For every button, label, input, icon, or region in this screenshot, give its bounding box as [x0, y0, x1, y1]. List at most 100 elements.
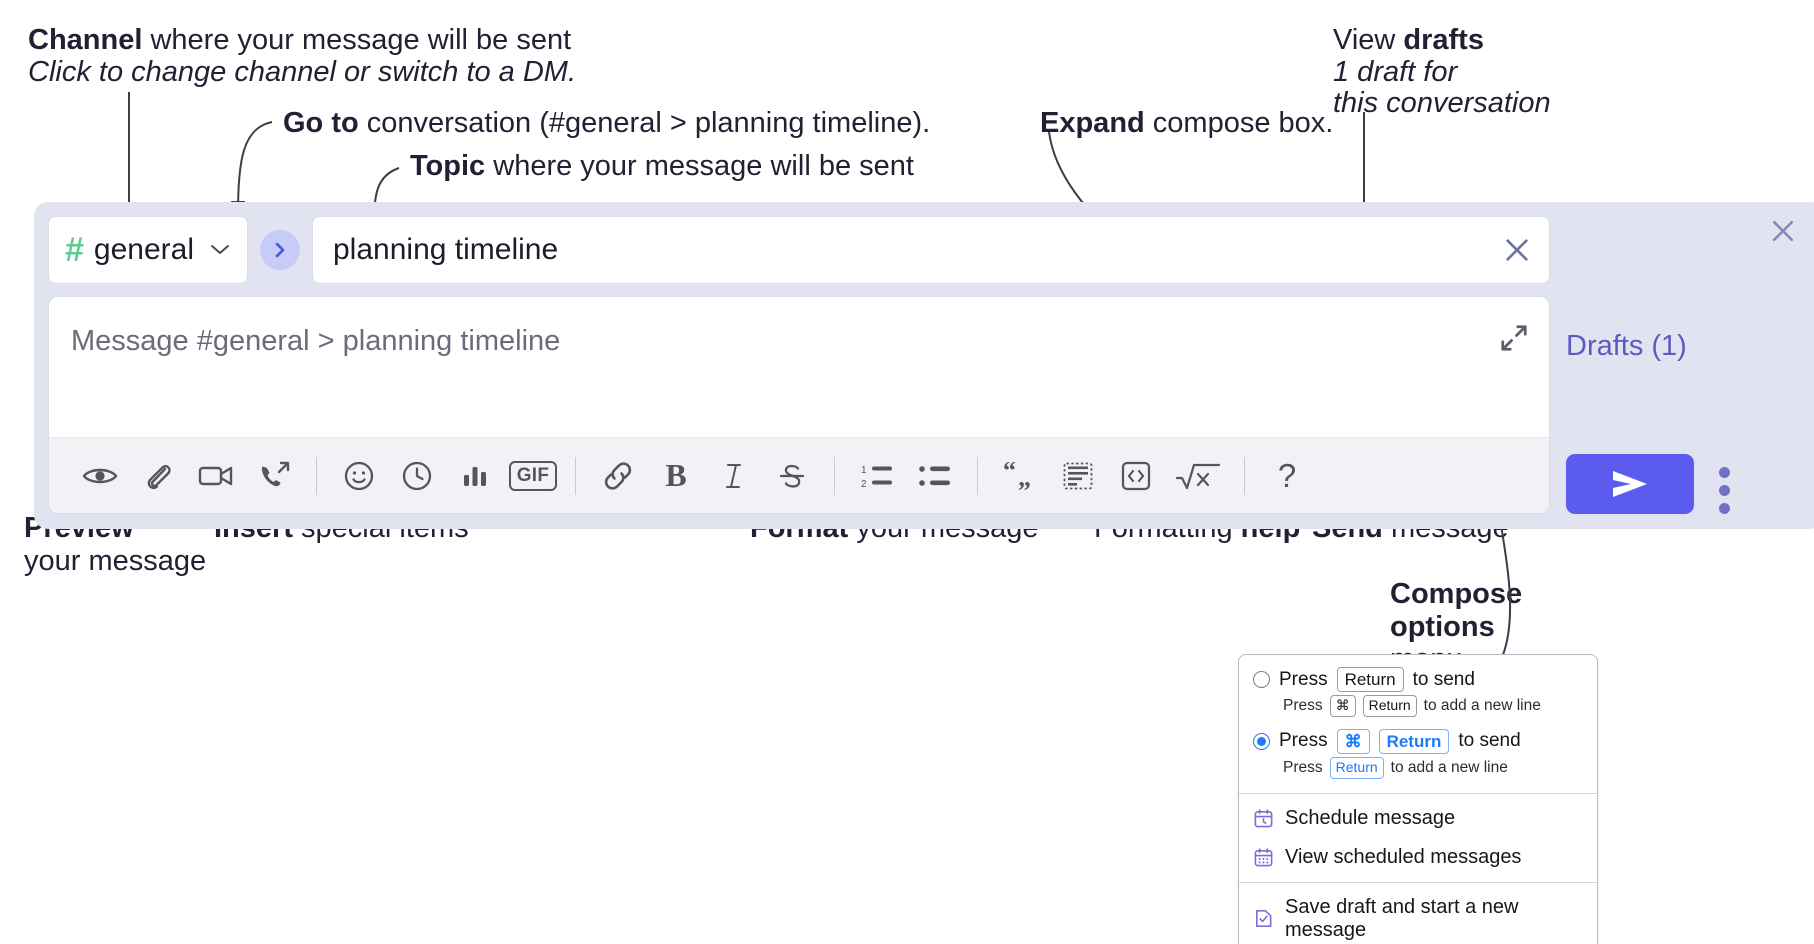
gif-icon: GIF — [508, 460, 558, 491]
close-conversation-button[interactable] — [1768, 216, 1798, 251]
key-return: Return — [1362, 695, 1417, 717]
menu-item-schedule-message[interactable]: Schedule message — [1239, 799, 1597, 838]
annotation-drafts-lead: View — [1333, 24, 1404, 56]
blockquote-button[interactable]: “ „ — [991, 447, 1049, 505]
annotation-goto: Go to conversation (#general > planning … — [283, 105, 930, 142]
menu-item-label: View scheduled messages — [1285, 845, 1522, 868]
hint-post-text: to add a new line — [1423, 697, 1541, 714]
reminder-button[interactable] — [388, 447, 446, 505]
key-command: ⌘ — [1336, 728, 1370, 754]
emoji-button[interactable] — [330, 447, 388, 505]
annotation-channel-bold: Channel — [28, 24, 143, 56]
annotation-expand-bold: Expand — [1040, 107, 1145, 139]
code-block-button[interactable] — [1049, 447, 1107, 505]
send-option-return-hint: Press ⌘ Return to add a new line — [1283, 695, 1583, 717]
bold-button[interactable]: B — [647, 447, 705, 505]
clear-topic-button[interactable] — [1501, 234, 1533, 266]
send-paper-plane-icon — [1613, 471, 1647, 497]
calendar-grid-icon — [1253, 847, 1274, 868]
expand-diagonal-arrows-icon — [1501, 325, 1527, 351]
annotation-topic: Topic where your message will be sent — [410, 148, 914, 185]
annotation-compose-options-bold1: Compose — [1390, 578, 1523, 610]
italic-button[interactable] — [705, 447, 763, 505]
square-root-x-icon — [1175, 463, 1221, 489]
go-to-conversation-button[interactable] — [260, 230, 300, 270]
formatting-toolbar: GIF B — [49, 437, 1549, 513]
poll-button[interactable] — [446, 447, 504, 505]
strikethrough-button[interactable] — [763, 447, 821, 505]
latex-button[interactable] — [1165, 447, 1231, 505]
strikethrough-icon — [779, 464, 805, 488]
preview-button[interactable] — [71, 447, 129, 505]
phone-forward-icon — [261, 461, 290, 486]
expand-compose-button[interactable] — [1499, 323, 1529, 358]
annotation-preview-sub: your message — [24, 545, 207, 577]
svg-text:2: 2 — [861, 479, 867, 490]
code-button[interactable] — [1107, 447, 1165, 505]
send-message-button[interactable] — [1566, 454, 1694, 514]
hash-icon: # — [65, 231, 84, 269]
paperclip-icon — [147, 464, 171, 489]
compose-options-menu: Press Return to send Press ⌘ Return to a… — [1238, 654, 1598, 944]
drafts-link[interactable]: Drafts (1) — [1566, 330, 1687, 362]
attach-button[interactable] — [129, 447, 187, 505]
hint-pre-text: Press — [1283, 758, 1323, 776]
option-post-text: to send — [1412, 668, 1475, 690]
key-command: ⌘ — [1329, 695, 1356, 717]
quote-icon: “ „ — [1003, 462, 1031, 490]
option-pre-text: Press — [1279, 668, 1328, 690]
menu-item-view-scheduled[interactable]: View scheduled messages — [1239, 838, 1597, 877]
video-button[interactable] — [187, 447, 245, 505]
annotation-channel: Channel where your message will be sent — [28, 22, 571, 59]
annotation-topic-bold: Topic — [410, 150, 486, 182]
message-input-box[interactable]: Message #general > planning timeline — [48, 296, 1550, 514]
annotation-channel-rest: where your message will be sent — [142, 24, 572, 56]
send-option-return[interactable]: Press Return to send — [1253, 667, 1583, 693]
annotation-goto-bold: Go to — [283, 107, 359, 139]
menu-divider — [1239, 881, 1597, 883]
question-mark-icon: ? — [1277, 456, 1297, 494]
svg-text:„: „ — [1018, 463, 1031, 490]
annotation-expand-rest: compose box. — [1144, 107, 1334, 139]
radio-selected-icon — [1253, 732, 1270, 750]
link-icon — [604, 461, 632, 490]
ordered-list-button[interactable]: 1 2 — [848, 447, 906, 505]
message-placeholder: Message #general > planning timeline — [71, 325, 561, 357]
compose-header-row: # general planning timeline — [48, 216, 1550, 284]
link-button[interactable] — [589, 447, 647, 505]
bulleted-list-icon — [919, 465, 950, 486]
vertical-dots-icon — [1719, 485, 1730, 496]
topic-field[interactable]: planning timeline — [312, 216, 1550, 284]
hint-pre-text: Press — [1283, 697, 1323, 714]
annotation-compose-options-1: Compose — [1390, 576, 1522, 613]
eye-icon — [82, 468, 118, 483]
annotation-compose-options-bold2: options — [1390, 611, 1495, 643]
key-return: Return — [1336, 667, 1404, 693]
italic-icon — [726, 463, 741, 488]
calendar-clock-icon — [1253, 808, 1274, 829]
bold-icon: B — [665, 457, 687, 493]
formatting-help-button[interactable]: ? — [1258, 447, 1316, 505]
annotation-goto-rest: conversation (#general > planning timeli… — [358, 107, 931, 139]
menu-item-save-draft[interactable]: Save draft and start a new message — [1239, 888, 1597, 944]
toolbar-divider — [1244, 456, 1245, 495]
annotation-expand: Expand compose box. — [1040, 105, 1333, 142]
bulleted-list-button[interactable] — [906, 447, 964, 505]
annotation-drafts-sub1: 1 draft for — [1333, 56, 1458, 88]
svg-text:1: 1 — [861, 465, 867, 476]
channel-name-label: general — [93, 233, 194, 266]
toolbar-divider — [316, 456, 317, 495]
compose-options-button[interactable] — [1719, 467, 1730, 514]
save-draft-icon — [1253, 908, 1274, 929]
topic-value: planning timeline — [333, 233, 559, 266]
audio-button[interactable] — [245, 447, 303, 505]
chevron-right-icon — [275, 242, 285, 258]
toolbar-divider — [977, 456, 978, 495]
key-return: Return — [1378, 728, 1450, 754]
channel-selector[interactable]: # general — [48, 216, 248, 284]
toolbar-divider — [834, 456, 835, 495]
gif-button[interactable]: GIF — [504, 447, 562, 505]
toolbar-divider — [575, 456, 576, 495]
send-option-cmd-return[interactable]: Press ⌘ Return to send — [1253, 728, 1583, 754]
